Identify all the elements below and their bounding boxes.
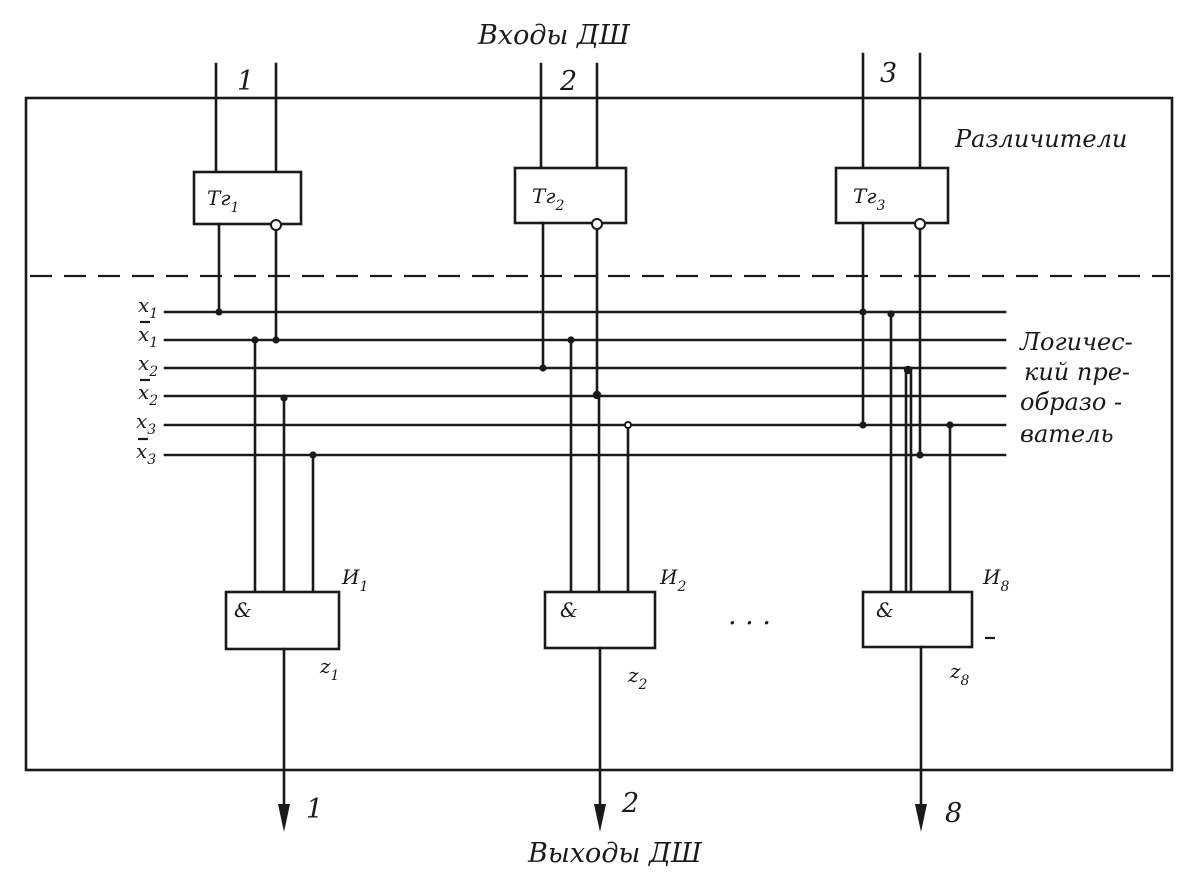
input-2: 2 Тг2 <box>513 62 628 397</box>
and-gate-1-symbol: & <box>234 598 252 622</box>
and-gate-8-symbol: & <box>876 598 894 622</box>
logic-converter-label: Логичес- кий пре- образо - ватель <box>1019 328 1133 448</box>
output-1-arrow <box>278 804 290 832</box>
gate-1: & И1 z1 1 <box>224 336 368 832</box>
trigger-3-label: Тг3 <box>853 184 885 214</box>
trigger-1-inverse-output <box>270 219 282 231</box>
junction-g8-c <box>946 421 954 429</box>
junction-tr2-x2 <box>539 364 547 372</box>
junction-tr3-x3 <box>859 421 867 429</box>
logic-converter-line-3: образо - <box>1020 388 1122 416</box>
and-gate-2-name: И2 <box>659 565 686 595</box>
junction-g1-b <box>280 394 288 402</box>
and-gate-1 <box>224 590 341 651</box>
output-8-number: 8 <box>945 798 962 829</box>
trigger-2-inverse-output <box>591 218 603 230</box>
bus-label-x2: x2 <box>138 351 158 380</box>
output-1-number: 1 <box>306 794 323 825</box>
trigger-2 <box>513 166 628 225</box>
and-gate-1-name: И1 <box>341 565 368 595</box>
junction-g1-a <box>251 336 259 344</box>
bus-label-x1-bar: x1 <box>138 322 158 351</box>
and-gate-2-symbol: & <box>560 598 578 622</box>
output-2-number: 2 <box>621 788 639 819</box>
junction-g2-a <box>567 336 575 344</box>
gate-8: & И8 z8 8 <box>861 310 1009 832</box>
output-2-arrow <box>594 804 606 832</box>
input-3-number: 3 <box>880 58 897 89</box>
junction-g1-c <box>309 451 317 459</box>
and-gate-8 <box>861 590 974 649</box>
and-gate-1-out-label: z1 <box>319 654 339 684</box>
junction-tr1-x1bar <box>272 336 280 344</box>
and-gate-8-out-label: z8 <box>949 659 970 689</box>
input-1-number: 1 <box>237 66 254 97</box>
junction-tr1-x1 <box>215 308 223 316</box>
logic-converter-line-2: кий пре- <box>1024 358 1130 386</box>
bus-lines <box>163 310 1007 457</box>
junction-g8-a <box>887 310 895 318</box>
output-8-arrow <box>915 804 927 832</box>
junction-tr3-x3bar <box>916 451 924 459</box>
bus-label-x1: x1 <box>138 293 158 322</box>
junction-tr3-x1 <box>859 308 867 316</box>
bus-label-x2-bar: x2 <box>138 380 158 409</box>
discriminators-label: Различители <box>954 125 1127 153</box>
bus-label-x3: x3 <box>136 409 156 438</box>
junction-g2-c <box>624 421 632 429</box>
gate-2: & И2 z2 2 <box>543 336 686 832</box>
junction-g8-b <box>903 365 913 375</box>
trigger-3-inverse-output <box>914 218 926 230</box>
bus-labels: x1 x1 x2 x2 x3 x3 <box>136 293 158 468</box>
logic-converter-line-4: ватель <box>1020 420 1114 448</box>
outputs-title: Выходы ДШ <box>527 838 703 869</box>
trigger-3 <box>834 166 950 225</box>
input-2-number: 2 <box>559 66 577 97</box>
and-gate-8-name: И8 <box>982 565 1009 595</box>
input-1: 1 Тг1 <box>192 62 303 342</box>
trigger-2-label: Тг2 <box>532 184 564 214</box>
trigger-1-label: Тг1 <box>207 186 239 216</box>
input-3: 3 Тг3 <box>834 52 950 457</box>
trigger-1 <box>192 170 303 226</box>
and-gate-2-out-label: z2 <box>627 663 648 693</box>
inputs-title: Входы ДШ <box>477 20 631 51</box>
gates-ellipsis: . . . <box>728 600 771 631</box>
bus-label-x3-bar: x3 <box>136 439 156 468</box>
logic-converter-line-1: Логичес- <box>1019 328 1133 356</box>
